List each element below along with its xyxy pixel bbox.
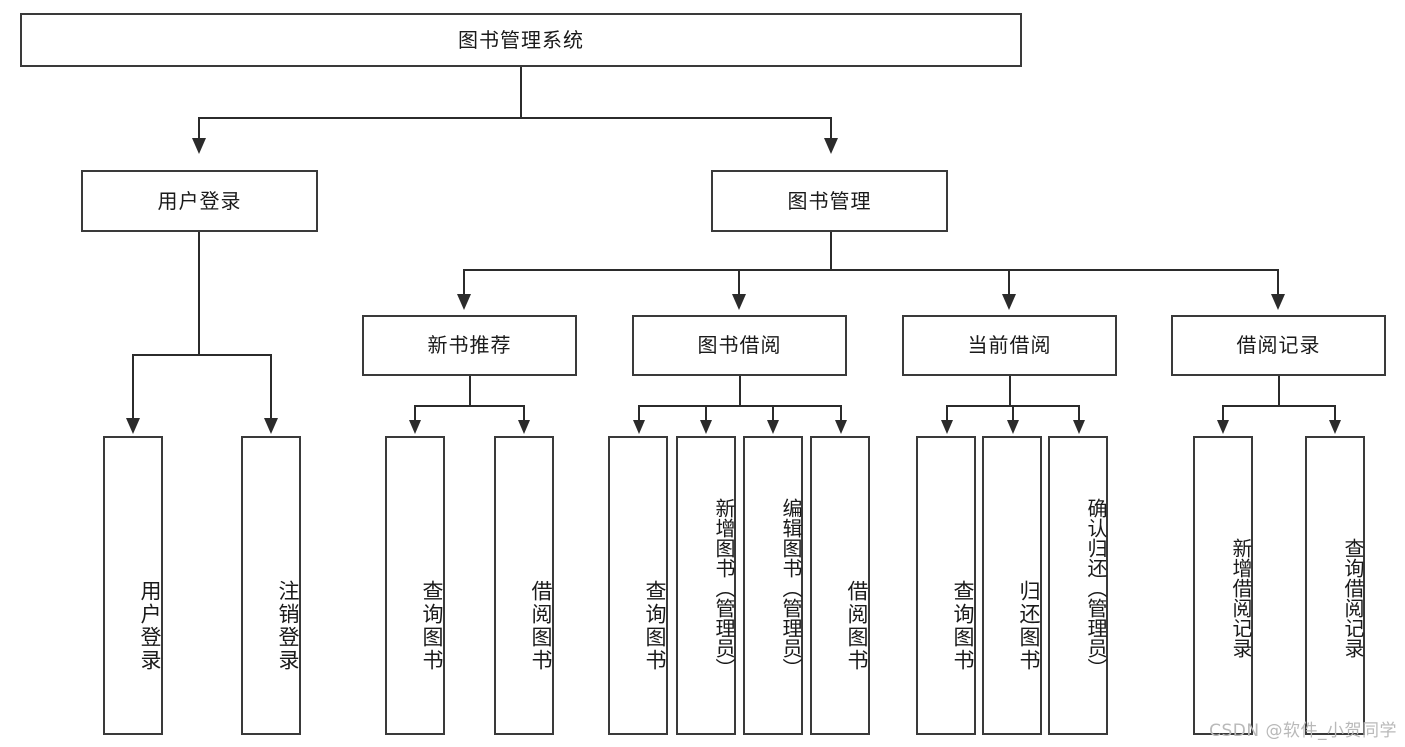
node-current-borrow[interactable]: 当前借阅 [902,315,1117,376]
arrow-nbr-to-leaf-1 [518,420,530,434]
node-leaf-add-book[interactable]: 新增图书（管理员） [676,436,736,735]
edge-root-bus [198,117,832,119]
node-leaf-logout-login[interactable]: 注销登录 [241,436,301,735]
arrow-root-to-book-management [824,138,838,154]
arrow-bm-to-new-book-recommend [457,294,471,310]
edge-bb-to-leaf-0 [638,405,640,422]
edge-bm-to-current-borrow [1008,269,1010,296]
edge-bb-bus [638,405,842,407]
edge-br-bus [1222,405,1335,407]
arrow-root-to-user-login [192,138,206,154]
node-leaf-return-book[interactable]: 归还图书 [982,436,1042,735]
arrow-user-login-to-leaf-0 [126,418,140,434]
node-label: 查询借阅记录 [1341,537,1365,658]
edge-nbr-bus [414,405,524,407]
edge-book-management-bus [463,269,1279,271]
arrow-br-to-leaf-0 [1217,420,1229,434]
edge-cb-to-leaf-1 [1012,405,1014,422]
node-leaf-query-book-2[interactable]: 查询图书 [608,436,668,735]
node-leaf-user-login[interactable]: 用户登录 [103,436,163,735]
arrow-bm-to-current-borrow [1002,294,1016,310]
edge-bm-to-new-book-recommend [463,269,465,296]
node-label: 借阅图书 [845,579,869,672]
edge-user-login-to-leaf-0 [132,354,134,420]
node-label: 用户登录 [138,579,162,672]
node-leaf-borrow-book-2[interactable]: 借阅图书 [810,436,870,735]
edge-book-management-stem [830,232,832,269]
edge-cb-stem [1009,376,1011,405]
arrow-nbr-to-leaf-0 [409,420,421,434]
edge-user-login-bus [132,354,272,356]
edge-nbr-stem [469,376,471,405]
node-label: 注销登录 [276,579,300,672]
edge-nbr-to-leaf-1 [523,405,525,422]
node-label: 确认归还（管理员） [1084,497,1108,678]
node-label: 图书管理系统 [458,27,584,52]
node-borrow-record[interactable]: 借阅记录 [1171,315,1386,376]
arrow-user-login-to-leaf-1 [264,418,278,434]
node-leaf-query-record[interactable]: 查询借阅记录 [1305,436,1365,735]
node-label: 当前借阅 [967,333,1052,357]
edge-root-to-user-login [198,117,200,141]
node-leaf-query-book-1[interactable]: 查询图书 [385,436,445,735]
node-leaf-edit-book[interactable]: 编辑图书（管理员） [743,436,803,735]
arrow-cb-to-leaf-2 [1073,420,1085,434]
node-label: 新书推荐 [427,333,512,357]
node-leaf-confirm-return[interactable]: 确认归还（管理员） [1048,436,1108,735]
node-label: 编辑图书（管理员） [779,497,803,678]
edge-bm-to-book-borrow [738,269,740,296]
edge-user-login-to-leaf-1 [270,354,272,420]
arrow-bm-to-book-borrow [732,294,746,310]
edge-br-to-leaf-0 [1222,405,1224,422]
node-label: 查询图书 [951,579,975,672]
edge-bm-to-borrow-record [1277,269,1279,296]
arrow-bm-to-borrow-record [1271,294,1285,310]
edge-user-login-stem [198,232,200,354]
edge-cb-to-leaf-0 [946,405,948,422]
edge-br-to-leaf-1 [1334,405,1336,422]
edge-nbr-to-leaf-0 [414,405,416,422]
edge-br-stem [1278,376,1280,405]
edge-bb-to-leaf-2 [772,405,774,422]
node-leaf-borrow-book-1[interactable]: 借阅图书 [494,436,554,735]
node-leaf-add-record[interactable]: 新增借阅记录 [1193,436,1253,735]
node-label: 用户登录 [157,188,242,213]
arrow-cb-to-leaf-0 [941,420,953,434]
node-label: 新增图书（管理员） [712,497,736,678]
arrow-bb-to-leaf-0 [633,420,645,434]
node-label: 图书管理 [787,188,872,213]
edge-root-stem [520,67,522,117]
node-label: 查询图书 [643,579,667,672]
node-user-login[interactable]: 用户登录 [81,170,318,232]
node-root-book-management-system[interactable]: 图书管理系统 [20,13,1022,67]
arrow-bb-to-leaf-3 [835,420,847,434]
arrow-cb-to-leaf-1 [1007,420,1019,434]
node-label: 归还图书 [1017,579,1041,672]
node-leaf-query-book-3[interactable]: 查询图书 [916,436,976,735]
node-book-management[interactable]: 图书管理 [711,170,948,232]
node-new-book-recommend[interactable]: 新书推荐 [362,315,577,376]
node-label: 新增借阅记录 [1229,537,1253,658]
node-label: 查询图书 [420,579,444,672]
node-label: 借阅记录 [1236,333,1321,357]
node-label: 借阅图书 [529,579,553,672]
edge-bb-to-leaf-1 [705,405,707,422]
node-label: 图书借阅 [697,333,782,357]
node-book-borrow[interactable]: 图书借阅 [632,315,847,376]
edge-cb-to-leaf-2 [1078,405,1080,422]
arrow-bb-to-leaf-2 [767,420,779,434]
edge-bb-stem [739,376,741,405]
edge-root-to-book-management [830,117,832,141]
arrow-bb-to-leaf-1 [700,420,712,434]
edge-bb-to-leaf-3 [840,405,842,422]
arrow-br-to-leaf-1 [1329,420,1341,434]
